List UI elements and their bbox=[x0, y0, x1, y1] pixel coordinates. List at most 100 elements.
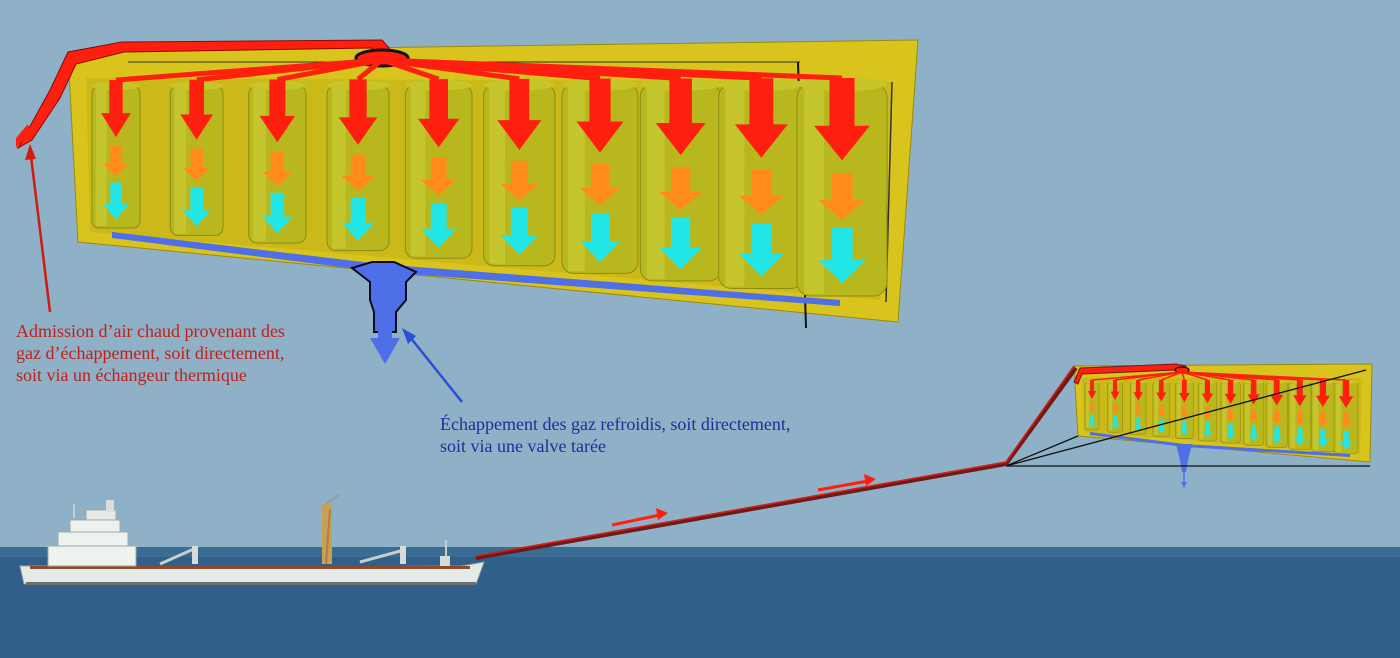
cylinder-highlight bbox=[253, 87, 266, 242]
hot-air-inlet-arrow-icon bbox=[16, 124, 30, 148]
ship-waterline bbox=[26, 582, 476, 585]
hot-air-arrow-icon bbox=[101, 80, 131, 138]
hot-air-arrow-icon bbox=[1338, 380, 1354, 408]
exhaust-channel bbox=[112, 232, 840, 306]
warm-air-arrow-icon bbox=[341, 154, 375, 192]
main-cylinders bbox=[91, 76, 888, 297]
warm-air-arrow-icon bbox=[738, 169, 784, 215]
cargo-ship-icon bbox=[19, 493, 485, 585]
flow-arrow-icon bbox=[864, 474, 876, 486]
cool-air-arrow-icon bbox=[262, 192, 293, 234]
warm-air-arrow-icon bbox=[659, 166, 702, 211]
cylinder-highlight bbox=[95, 88, 107, 226]
warm-air-arrow-icon bbox=[579, 163, 621, 206]
hot-air-arrow-icon bbox=[1087, 380, 1097, 400]
ship-deck-line bbox=[30, 566, 470, 569]
cylinder-highlight bbox=[1290, 384, 1296, 448]
cool-air-arrow-icon bbox=[1179, 420, 1189, 436]
cool-air-arrow-icon bbox=[103, 182, 129, 220]
cylinder-highlight bbox=[1086, 384, 1090, 428]
cylinder-highlight bbox=[1108, 384, 1113, 431]
manifold-pipe bbox=[381, 57, 843, 81]
mini-exhaust-channel bbox=[1090, 432, 1350, 457]
hot-air-arrow-icon bbox=[180, 79, 213, 140]
warm-air-arrow-icon bbox=[1248, 408, 1259, 423]
mini-cylinders bbox=[1084, 380, 1359, 455]
tether-flow-arrows bbox=[611, 474, 876, 527]
cool-air-arrow-icon bbox=[500, 207, 539, 255]
hot-air-arrow-icon bbox=[497, 78, 542, 151]
mini-exhaust-arrow-icon bbox=[1181, 482, 1187, 488]
cylinder-highlight bbox=[804, 86, 824, 294]
hot-air-arrow-icon bbox=[1315, 380, 1330, 408]
warm-air-arrow-icon bbox=[1339, 412, 1353, 429]
manifold-pipe bbox=[1160, 371, 1183, 381]
sea-horizon-band bbox=[0, 547, 1400, 557]
warm-air-arrow-icon bbox=[1088, 402, 1096, 413]
airflow-arrows bbox=[101, 78, 870, 284]
hot-air-arrow-icon bbox=[1110, 380, 1120, 401]
cylinder-highlight bbox=[725, 86, 745, 287]
warm-air-arrow-icon bbox=[103, 145, 129, 177]
hot-air-arrow-icon bbox=[734, 78, 788, 158]
hot-air-arrow-icon bbox=[1224, 380, 1237, 404]
warm-air-arrow-icon bbox=[1202, 406, 1213, 420]
manifold-pipe bbox=[1138, 371, 1183, 381]
cool-air-arrow-icon bbox=[1157, 419, 1166, 434]
intake-annotation: Admission d’air chaud provenant des gaz … bbox=[16, 321, 285, 385]
manifold-pipe bbox=[276, 57, 383, 83]
zoom-line-3 bbox=[1005, 435, 1079, 467]
cool-air-arrow-icon bbox=[182, 187, 211, 227]
intake-pointer-arrow-icon bbox=[25, 144, 36, 160]
hot-air-arrow-icon bbox=[1270, 380, 1284, 406]
warm-air-arrow-icon bbox=[1179, 405, 1189, 419]
zoom-line-1 bbox=[1005, 369, 1367, 467]
exhaust-down-arrow-icon bbox=[370, 318, 400, 364]
warm-air-arrow-icon bbox=[1134, 403, 1143, 416]
warm-air-arrow-icon bbox=[421, 157, 457, 196]
warm-air-arrow-icon bbox=[1225, 407, 1236, 422]
cylinder-highlight bbox=[568, 86, 585, 272]
hot-air-arrow-icon bbox=[1156, 380, 1167, 402]
warm-air-arrow-icon bbox=[500, 160, 539, 201]
hot-air-arrow-icon bbox=[1133, 380, 1143, 401]
cylinder-highlight bbox=[410, 87, 426, 257]
manifold-pipe bbox=[1181, 371, 1347, 381]
flow-arrow-icon bbox=[656, 508, 668, 520]
cylinder-highlight bbox=[1199, 384, 1204, 439]
exhaust-outlet bbox=[349, 261, 418, 333]
exhaust-pointer bbox=[405, 331, 463, 403]
mini-airflow-arrows bbox=[1087, 380, 1354, 450]
cool-air-arrow-icon bbox=[1202, 422, 1213, 438]
cool-air-arrow-icon bbox=[1317, 429, 1329, 448]
cylinder-highlight bbox=[646, 86, 665, 279]
cylinder-highlight bbox=[1313, 384, 1319, 450]
cylinder-highlight bbox=[174, 87, 187, 234]
tether-line bbox=[475, 366, 1078, 560]
cool-air-arrow-icon bbox=[818, 228, 866, 284]
mini-exhaust-outlet bbox=[1176, 444, 1192, 472]
cylinder-highlight bbox=[1154, 384, 1158, 435]
warm-air-arrow-icon bbox=[818, 173, 866, 220]
cylinder-highlight bbox=[1222, 384, 1227, 442]
cylinder-highlight bbox=[1131, 384, 1136, 433]
warm-air-arrow-icon bbox=[1271, 409, 1283, 424]
hot-air-arrow-icon bbox=[655, 78, 706, 156]
hot-air-arrow-icon bbox=[1179, 380, 1190, 403]
hot-air-arrow-icon bbox=[418, 79, 460, 148]
cool-air-arrow-icon bbox=[1225, 423, 1236, 440]
cool-air-arrow-icon bbox=[421, 202, 457, 248]
cylinder-highlight bbox=[1267, 384, 1273, 446]
hot-air-arrow-icon bbox=[1201, 380, 1214, 404]
cool-air-arrow-icon bbox=[579, 212, 621, 263]
cool-air-arrow-icon bbox=[659, 218, 702, 270]
cylinder-highlight bbox=[1176, 384, 1181, 437]
cool-air-arrow-icon bbox=[341, 197, 375, 241]
exhaust-pointer-arrow-icon bbox=[402, 328, 416, 344]
warm-air-arrow-icon bbox=[1294, 410, 1306, 426]
mini-module bbox=[1005, 363, 1373, 488]
intake-pointer bbox=[28, 147, 52, 313]
cool-air-arrow-icon bbox=[1088, 414, 1096, 428]
hot-air-arrow-icon bbox=[576, 78, 624, 153]
